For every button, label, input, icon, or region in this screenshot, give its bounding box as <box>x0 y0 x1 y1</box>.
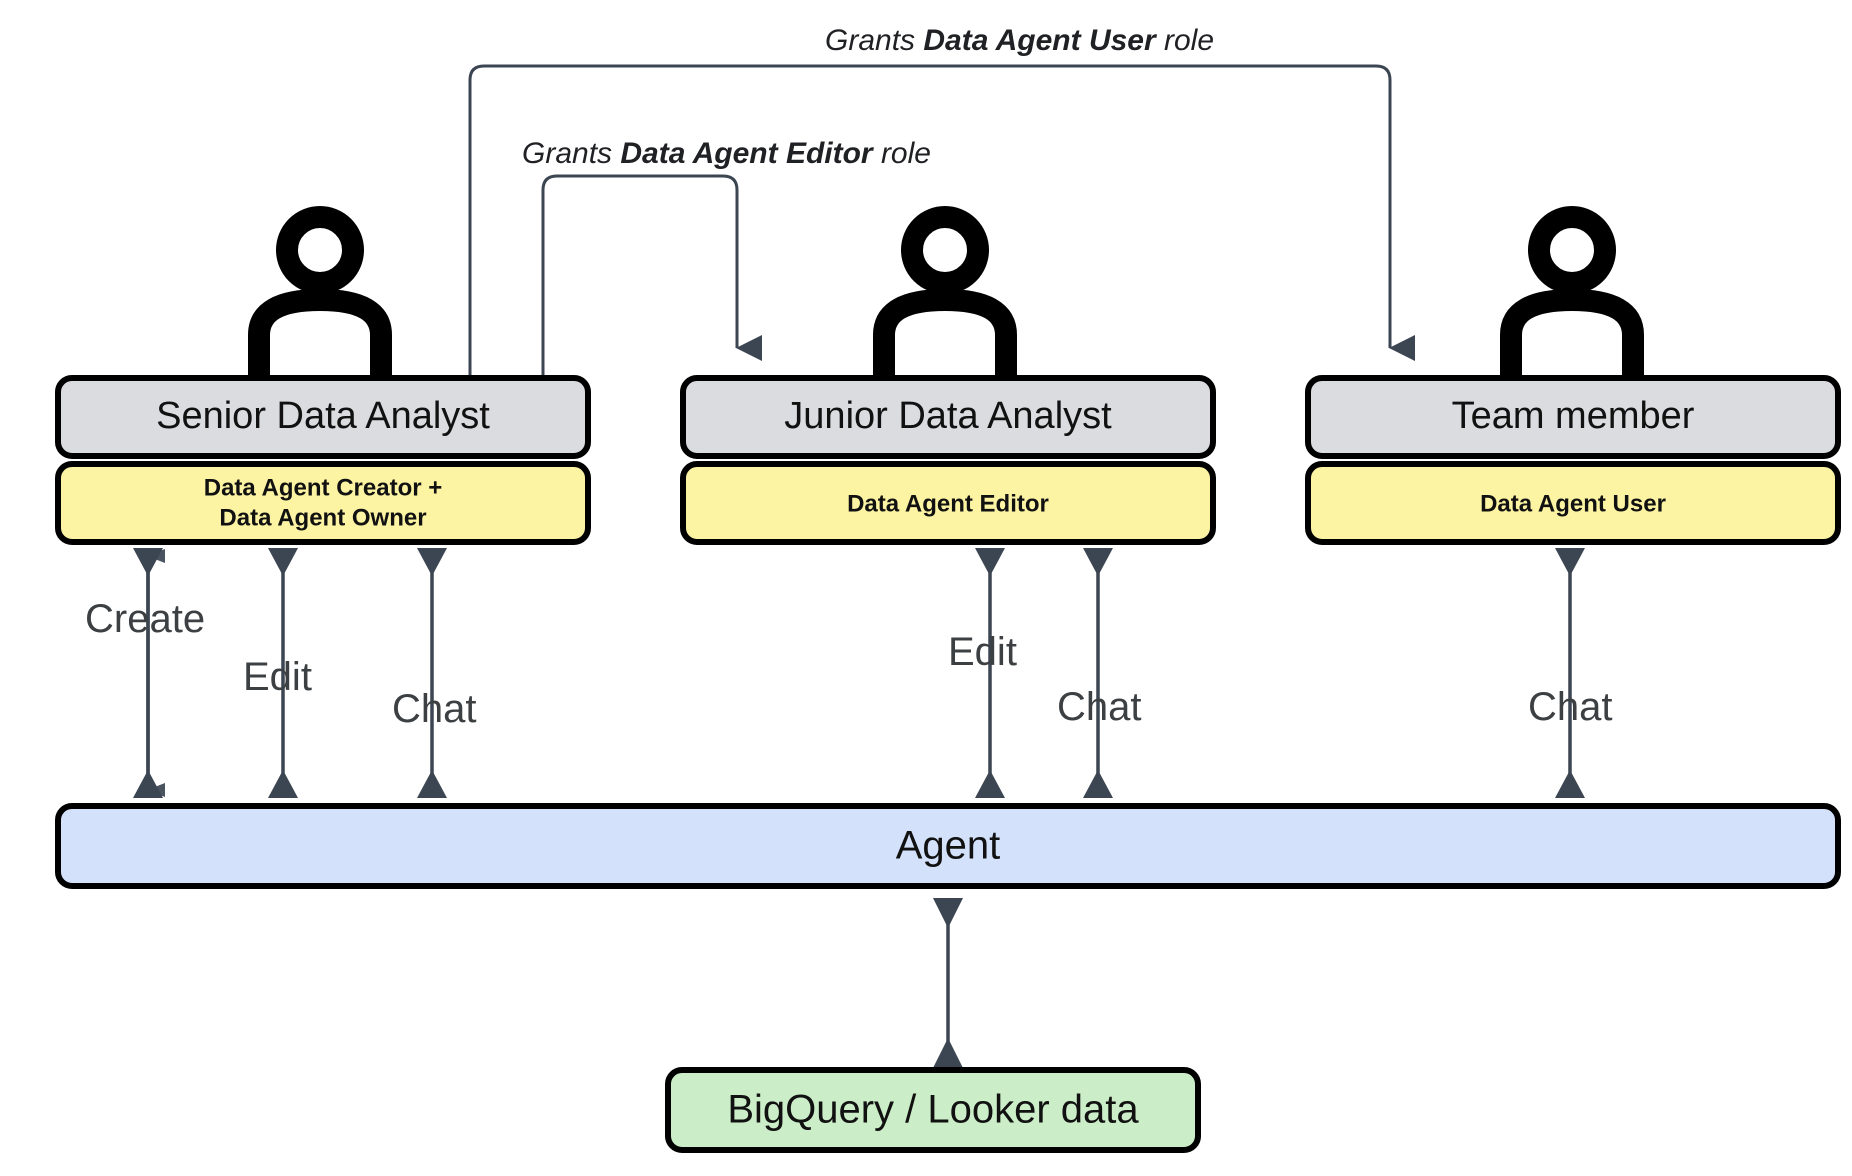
persona-role-line-1: Data Agent Editor <box>847 490 1049 517</box>
flow-agent-to-datasource <box>933 898 963 1068</box>
agent-box <box>55 803 1841 889</box>
persona-title: Senior Data Analyst <box>156 395 490 437</box>
agent-node[interactable]: Agent <box>55 803 1841 889</box>
agent-label: Agent <box>896 824 1001 868</box>
flow-chat-junior: Chat <box>1057 548 1142 798</box>
datasource-box <box>665 1067 1201 1153</box>
persona-role-box <box>1305 461 1841 545</box>
flow-edit-junior: Edit <box>948 548 1017 798</box>
flow-label-edit: Edit <box>948 630 1017 674</box>
grant-label-data-agent-editor: Grants Data Agent Editor role <box>522 137 931 170</box>
persona-role-box <box>680 461 1216 545</box>
persona-title-box <box>680 375 1216 459</box>
persona-title-box <box>1305 375 1841 459</box>
persona-card-team-member[interactable]: Team member Data Agent User <box>1305 375 1841 545</box>
flow-chat-team-member: Chat <box>1528 548 1613 798</box>
flow-label-edit: Edit <box>243 655 312 699</box>
person-icon <box>1500 206 1644 375</box>
persona-role-line-2: Data Agent Owner <box>219 504 426 531</box>
persona-title-box <box>55 375 591 459</box>
flow-label-chat: Chat <box>1057 685 1142 729</box>
grant-label-data-agent-user: Grants Data Agent User role <box>825 24 1214 57</box>
flow-create: Create <box>85 548 205 798</box>
persona-role-line-1: Data Agent Creator + <box>204 474 443 501</box>
persona-title: Junior Data Analyst <box>784 395 1112 437</box>
persona-card-junior-data-analyst[interactable]: Junior Data Analyst Data Agent Editor <box>680 375 1216 545</box>
connector-grants-data-agent-user <box>468 64 1415 378</box>
person-icon <box>248 206 392 375</box>
connector-grants-data-agent-editor <box>541 174 762 378</box>
datasource-label: BigQuery / Looker data <box>727 1088 1139 1132</box>
persona-role-box <box>55 461 591 545</box>
flow-label-chat: Chat <box>1528 685 1613 729</box>
datasource-node[interactable]: BigQuery / Looker data <box>665 1067 1201 1153</box>
flow-label-create: Create <box>85 597 205 641</box>
persona-card-senior-data-analyst[interactable]: Senior Data Analyst Data Agent Creator +… <box>55 375 591 545</box>
person-icon <box>873 206 1017 375</box>
persona-role-line-1: Data Agent User <box>1480 490 1666 517</box>
flow-edit-senior: Edit <box>243 548 312 798</box>
flow-chat-senior: Chat <box>392 548 477 798</box>
flow-label-chat: Chat <box>392 687 477 731</box>
persona-title: Team member <box>1452 395 1695 437</box>
